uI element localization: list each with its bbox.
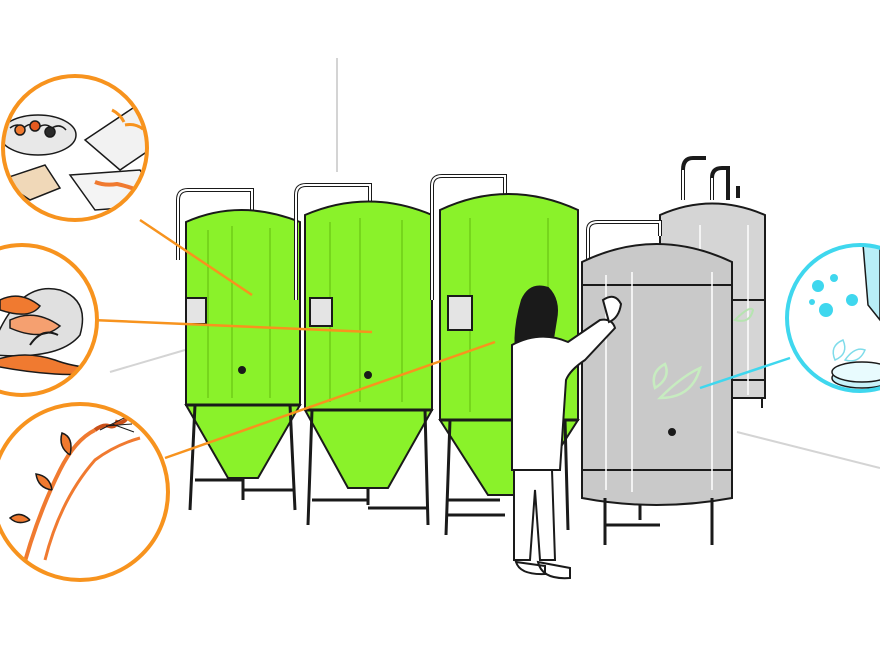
microbes-lab-icon [785, 243, 880, 393]
steel-tank-front [581, 220, 733, 545]
leaf-icon [656, 365, 702, 400]
room-lines [109, 58, 880, 469]
green-fermenter-2 [294, 183, 434, 526]
callout-line-cyan [699, 356, 791, 390]
green-fermenter-1 [176, 188, 302, 511]
inset-food-waste [1, 74, 149, 222]
inset-microbes-lab [785, 243, 880, 393]
inset-wheat [0, 402, 170, 582]
food-waste-icon [1, 74, 149, 222]
plastic-waste-icon [0, 243, 99, 397]
scientist-figure [511, 285, 623, 580]
microbe-icons [809, 274, 858, 317]
wheat-stalk-icon [0, 402, 170, 582]
callout-lines-orange [91, 218, 496, 460]
inset-plastic-waste [0, 243, 99, 397]
